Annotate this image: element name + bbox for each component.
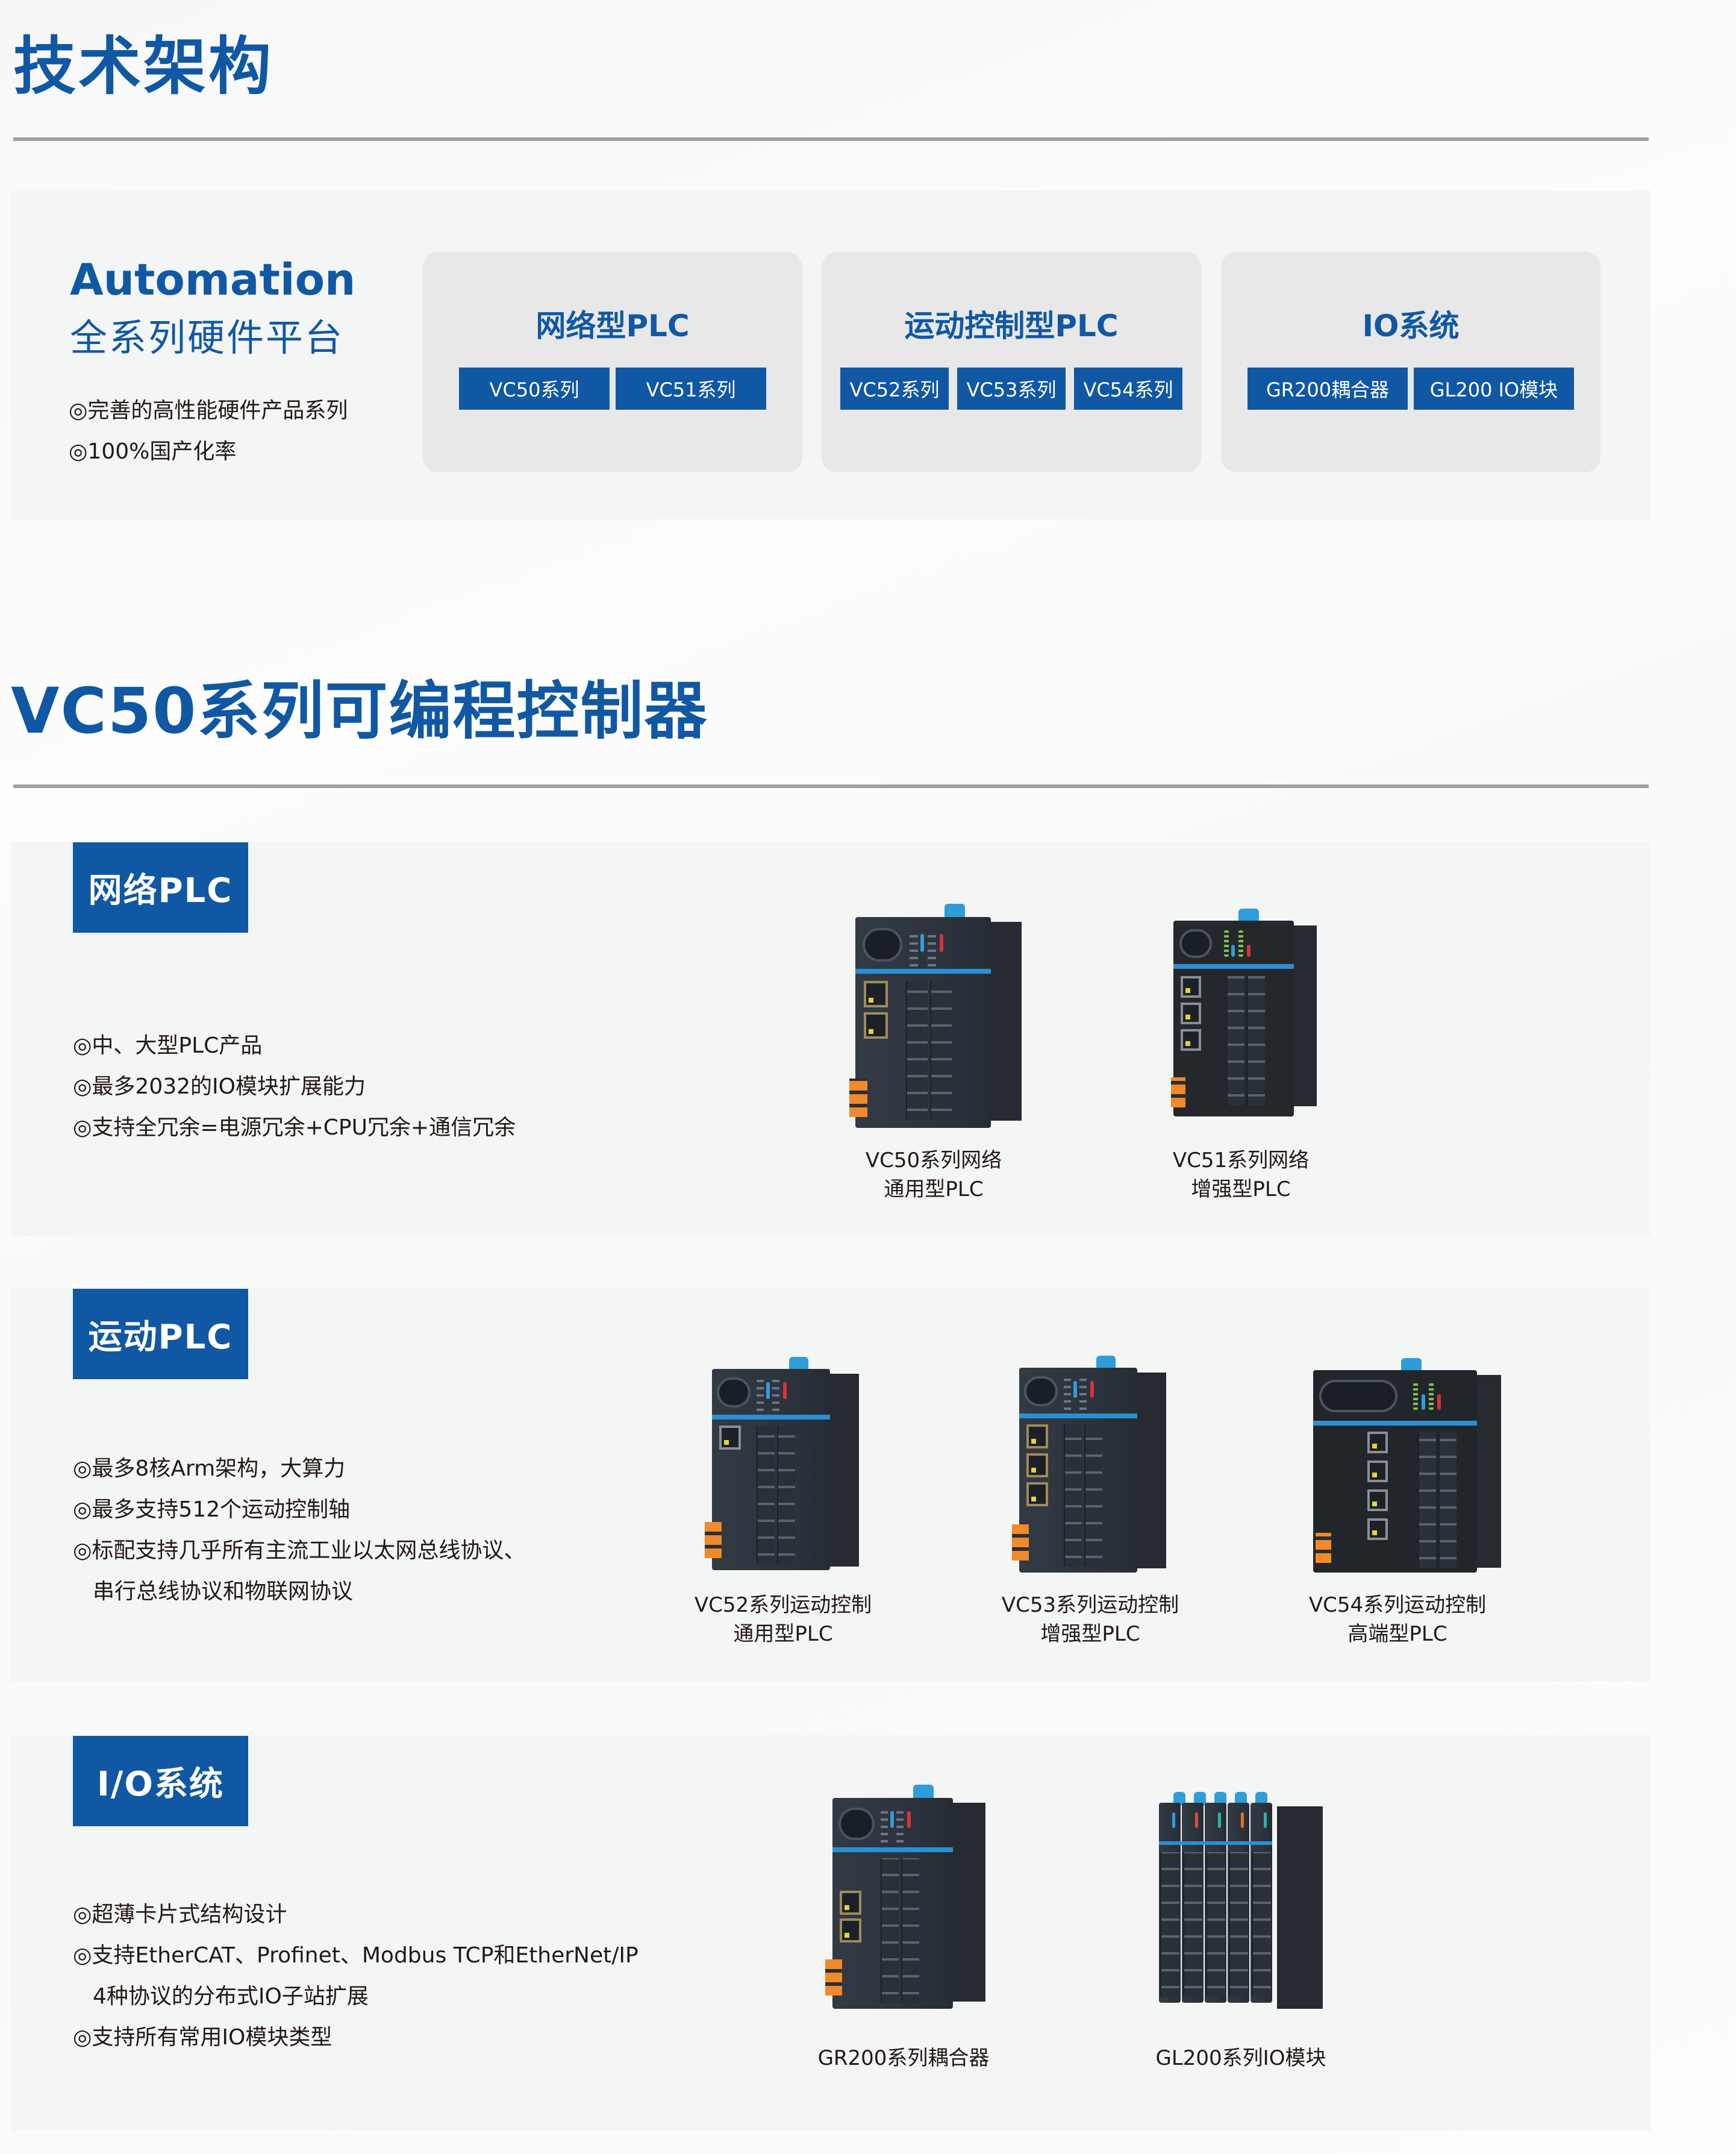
feature-item: ◎最多8核Arm架构，大算力 xyxy=(73,1456,346,1481)
plc-device-icon xyxy=(1012,1356,1169,1576)
feature-item: 串行总线协议和物联网协议 xyxy=(93,1579,354,1604)
feature-item: ◎最多2032的IO模块扩展能力 xyxy=(73,1074,366,1099)
group-panel-network-plc xyxy=(11,842,1650,1236)
plc-device-icon xyxy=(849,904,1024,1133)
product-caption-vc52: VC52系列运动控制 通用型PLC xyxy=(694,1593,872,1646)
product-caption-vc53: VC53系列运动控制 增强型PLC xyxy=(1001,1593,1179,1646)
series-section-title: VC50系列可编程控制器 xyxy=(11,674,708,748)
feature-item: ◎标配支持几乎所有主流工业以太网总线协议、 xyxy=(73,1538,526,1563)
product-caption-vc54: VC54系列运动控制 高端型PLC xyxy=(1308,1593,1487,1646)
section-divider xyxy=(13,784,1649,788)
product-caption-vc50: VC50系列网络 通用型PLC xyxy=(865,1148,1002,1201)
feature-item: ◎支持全冗余=电源冗余+CPU冗余+通信冗余 xyxy=(73,1115,516,1140)
feature-item: ◎最多支持512个运动控制轴 xyxy=(73,1497,351,1522)
chip-gl200[interactable]: GL200 IO模块 xyxy=(1414,368,1574,410)
arch-bullet: ◎完善的高性能硬件产品系列 xyxy=(69,398,348,423)
coupler-device-icon xyxy=(825,1785,988,2014)
io-module-device-icon xyxy=(1157,1792,1325,2015)
chip-gr200[interactable]: GR200耦合器 xyxy=(1247,368,1408,410)
arch-bullet: ◎100%国产化率 xyxy=(69,439,237,464)
arch-card-io-system: IO系统 GR200耦合器 GL200 IO模块 xyxy=(1221,252,1600,472)
group-tag: 运动PLC xyxy=(73,1289,248,1379)
product-caption-gr200: GR200系列耦合器 xyxy=(817,2046,990,2070)
arch-section-title: 技术架构 xyxy=(13,30,274,103)
group-tag: 网络PLC xyxy=(73,842,248,933)
chip-vc53[interactable]: VC53系列 xyxy=(957,368,1066,410)
feature-item: ◎支持所有常用IO模块类型 xyxy=(73,2025,333,2050)
chip-vc52[interactable]: VC52系列 xyxy=(840,368,949,410)
arch-card-motion-plc: 运动控制型PLC VC52系列 VC53系列 VC54系列 xyxy=(822,252,1201,472)
plc-device-icon xyxy=(705,1357,861,1574)
arch-heading-en: Automation xyxy=(70,254,356,305)
arch-heading-cn: 全系列硬件平台 xyxy=(70,316,345,360)
product-caption-gl200: GL200系列IO模块 xyxy=(1155,2046,1326,2070)
chip-vc50[interactable]: VC50系列 xyxy=(459,368,610,410)
group-tag: I/O系统 xyxy=(73,1736,248,1826)
feature-item: ◎超薄卡片式结构设计 xyxy=(73,1902,287,1927)
plc-device-icon xyxy=(1169,909,1319,1119)
arch-card-network-plc: 网络型PLC VC50系列 VC51系列 xyxy=(423,252,802,472)
section-divider xyxy=(13,137,1649,141)
feature-item: ◎中、大型PLC产品 xyxy=(73,1033,263,1058)
feature-item: ◎支持EtherCAT、Profinet、Modbus TCP和EtherNet… xyxy=(73,1943,639,1968)
product-caption-vc51: VC51系列网络 增强型PLC xyxy=(1172,1148,1310,1201)
card-title: IO系统 xyxy=(1362,308,1460,343)
group-panel-io-system xyxy=(11,1735,1650,2131)
card-title: 网络型PLC xyxy=(535,308,690,343)
feature-item: 4种协议的分布式IO子站扩展 xyxy=(93,1984,369,2009)
plc-device-icon xyxy=(1311,1358,1503,1575)
chip-vc51[interactable]: VC51系列 xyxy=(616,368,766,410)
chip-vc54[interactable]: VC54系列 xyxy=(1074,368,1182,410)
card-title: 运动控制型PLC xyxy=(904,308,1119,343)
